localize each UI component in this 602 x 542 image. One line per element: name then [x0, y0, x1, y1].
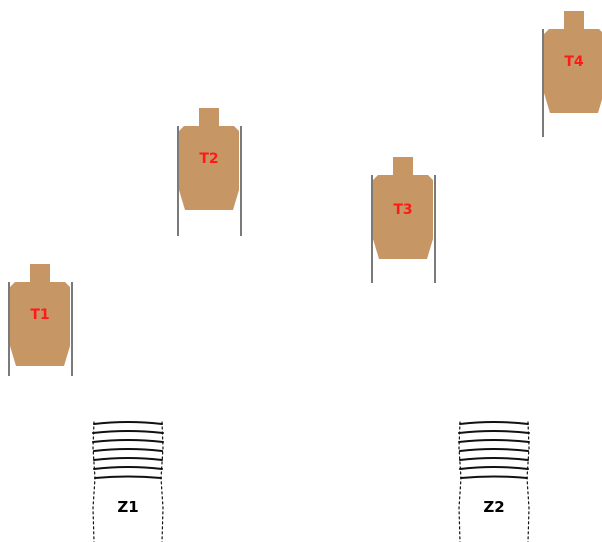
zone-label: Z1: [117, 498, 138, 516]
box-side-right: [527, 422, 529, 542]
zone-z1: Z1: [93, 422, 163, 542]
target-t2: T2: [178, 108, 241, 236]
target-label: T1: [30, 307, 49, 323]
target-t4: T4: [543, 11, 602, 137]
wall-stripe: [94, 467, 162, 469]
wall-stripe: [459, 440, 529, 442]
target-t1: T1: [9, 264, 72, 376]
wall-stripe: [93, 431, 163, 433]
target-t3: T3: [372, 157, 435, 283]
zone-label: Z2: [483, 498, 504, 516]
target-label: T3: [393, 202, 412, 218]
wall-stripe: [459, 431, 529, 433]
shooting-box-icon: [459, 422, 529, 542]
target-label: T2: [199, 151, 218, 167]
wall-stripe: [93, 440, 163, 442]
box-side-left: [459, 422, 461, 542]
target-label: T4: [564, 54, 584, 70]
wall-stripe: [94, 458, 162, 460]
wall-stripe: [460, 467, 528, 469]
wall-stripe: [94, 449, 162, 451]
wall-stripe: [460, 458, 528, 460]
wall-stripe: [460, 449, 528, 451]
zone-z2: Z2: [459, 422, 529, 542]
wall-stripe: [94, 422, 162, 424]
wall-stripe: [95, 477, 161, 479]
wall-stripe: [460, 422, 528, 424]
box-side-right: [161, 422, 163, 542]
wall-stripe: [461, 477, 527, 479]
shooting-box-icon: [93, 422, 163, 542]
box-side-left: [93, 422, 95, 542]
